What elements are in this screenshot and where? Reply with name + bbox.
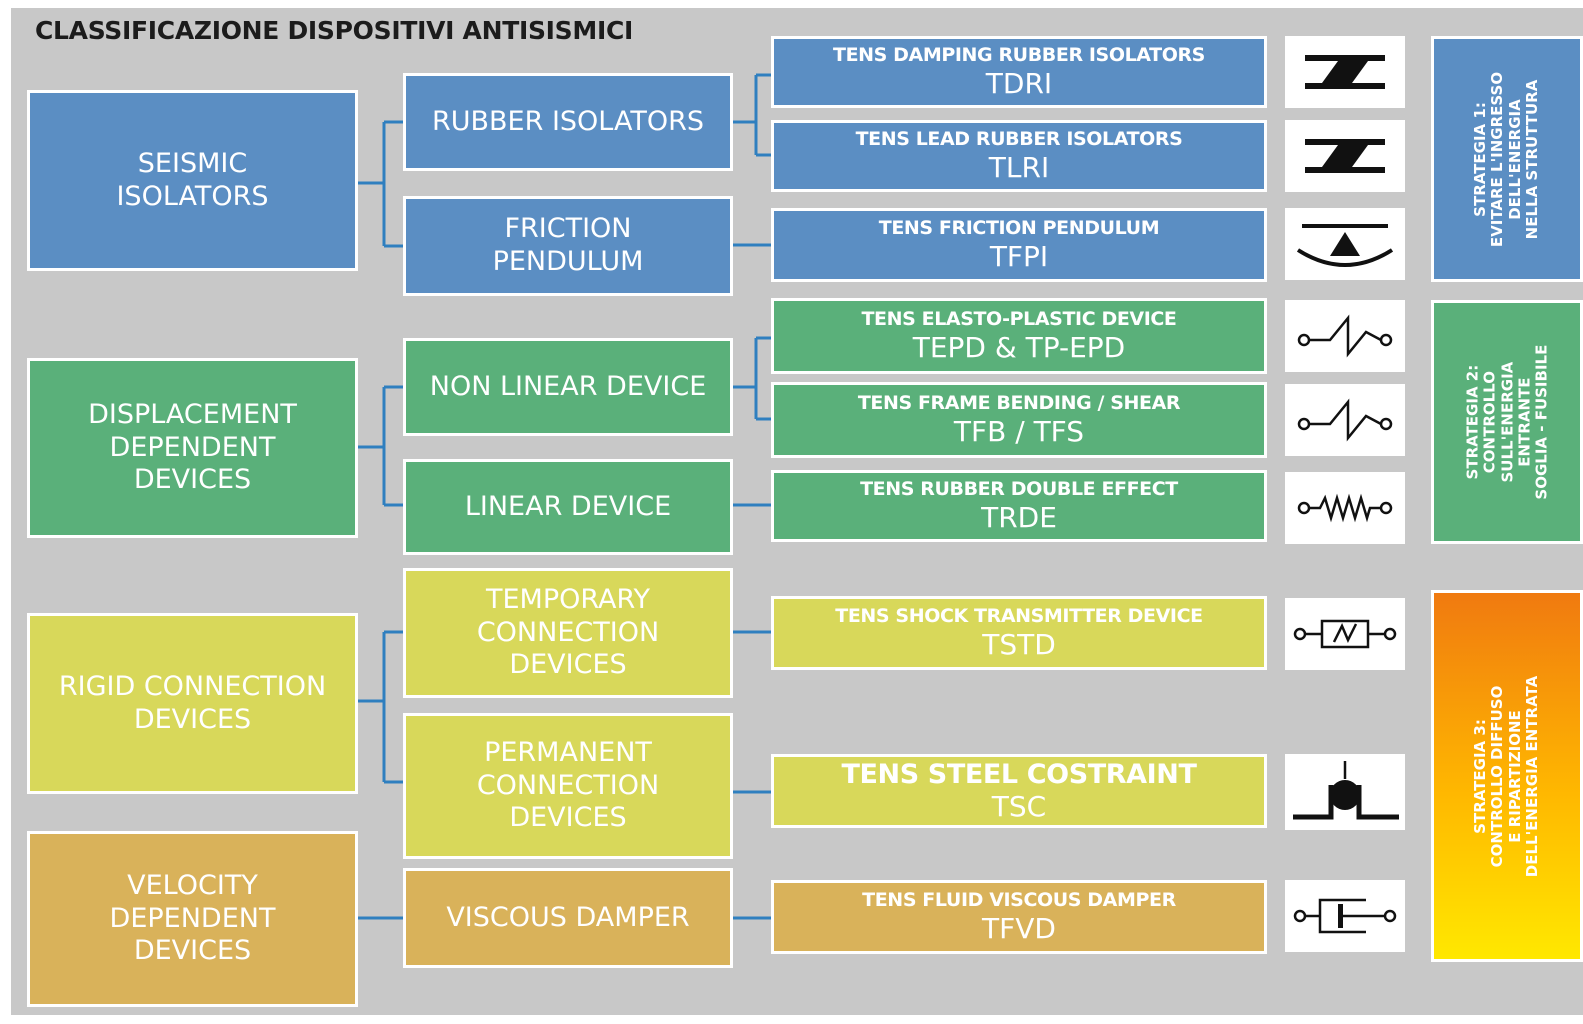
viscous-damper-icon (1285, 880, 1405, 952)
category-label: RIGID CONNECTION DEVICES (58, 670, 327, 735)
subcategory-non-linear-device: NON LINEAR DEVICE (403, 338, 733, 436)
product-name: TENS LEAD RUBBER ISOLATORS (855, 127, 1183, 150)
strategy-1-text: STRATEGIA 1: EVITARE L'INGRESSO DELL'ENE… (1471, 71, 1542, 247)
category-seismic-isolators: SEISMIC ISOLATORS (27, 90, 358, 271)
product-name: TENS ELASTO-PLASTIC DEVICE (861, 307, 1177, 330)
product-tsc: TENS STEEL COSTRAINT TSC (771, 754, 1267, 828)
product-code: TLRI (988, 150, 1050, 184)
category-label: DISPLACEMENT DEPENDENT DEVICES (88, 398, 297, 496)
product-code: TDRI (985, 66, 1053, 100)
subcategory-permanent-connection: PERMANENT CONNECTION DEVICES (403, 713, 733, 859)
subcategory-label: NON LINEAR DEVICE (429, 370, 707, 402)
product-tstd: TENS SHOCK TRANSMITTER DEVICE TSTD (771, 596, 1267, 670)
strategy-line: E RIPARTIZIONE (1506, 709, 1524, 843)
strategy-line: STRATEGIA 2: (1462, 364, 1481, 480)
product-tlri: TENS LEAD RUBBER ISOLATORS TLRI (771, 120, 1267, 192)
product-tepd: TENS ELASTO-PLASTIC DEVICE TEPD & TP-EPD (771, 298, 1267, 374)
rubber-isolator-icon (1285, 36, 1405, 108)
product-tfvd: TENS FLUID VISCOUS DAMPER TFVD (771, 880, 1267, 954)
product-code: TFPI (989, 239, 1049, 273)
strategy-1-panel: STRATEGIA 1: EVITARE L'INGRESSO DELL'ENE… (1431, 36, 1583, 282)
strategy-2-text: STRATEGIA 2: CONTROLLO SULL'ENERGIA ENTR… (1462, 344, 1550, 500)
elasto-plastic-icon (1285, 300, 1405, 372)
subcategory-label: FRICTION PENDULUM (492, 213, 644, 277)
strategy-3-panel: STRATEGIA 3: CONTROLLO DIFFUSO E RIPARTI… (1431, 590, 1583, 962)
subcategory-rubber-isolators: RUBBER ISOLATORS (403, 73, 733, 171)
product-code: TSTD (982, 627, 1056, 661)
subcategory-friction-pendulum: FRICTION PENDULUM (403, 196, 733, 296)
category-label: SEISMIC ISOLATORS (116, 147, 269, 212)
diagram-title: CLASSIFICAZIONE DISPOSITIVI ANTISISMICI (35, 16, 633, 45)
strategy-line: STRATEGIA 3: (1471, 718, 1490, 834)
elasto-plastic-icon (1285, 384, 1405, 456)
product-tfb-tfs: TENS FRAME BENDING / SHEAR TFB / TFS (771, 382, 1267, 458)
product-name: TENS STEEL COSTRAINT (841, 758, 1197, 790)
product-code: TFVD (982, 911, 1056, 945)
rubber-isolator-icon (1285, 120, 1405, 192)
category-label: VELOCITY DEPENDENT DEVICES (109, 869, 276, 967)
product-name: TENS FLUID VISCOUS DAMPER (862, 888, 1176, 911)
product-name: TENS FRICTION PENDULUM (878, 216, 1160, 239)
strategy-line: ENTRANTE (1514, 377, 1533, 467)
strategy-3-text: STRATEGIA 3: CONTROLLO DIFFUSO E RIPARTI… (1471, 675, 1542, 877)
subcategory-label: VISCOUS DAMPER (446, 901, 690, 933)
subcategory-label: TEMPORARY CONNECTION DEVICES (476, 583, 660, 681)
subcategory-viscous-damper: VISCOUS DAMPER (403, 868, 733, 968)
product-tfpi: TENS FRICTION PENDULUM TFPI (771, 208, 1267, 282)
category-displacement-dependent: DISPLACEMENT DEPENDENT DEVICES (27, 358, 358, 538)
product-name: TENS RUBBER DOUBLE EFFECT (860, 477, 1178, 500)
product-code: TRDE (981, 500, 1057, 534)
product-code: TEPD & TP-EPD (912, 330, 1126, 364)
product-name: TENS SHOCK TRANSMITTER DEVICE (835, 604, 1203, 627)
subcategory-label: PERMANENT CONNECTION DEVICES (476, 736, 660, 834)
diagram-canvas: CLASSIFICAZIONE DISPOSITIVI ANTISISMICI (11, 8, 1583, 1015)
strategy-line: CONTROLLO DIFFUSO (1488, 685, 1507, 867)
strategy-line: EVITARE L'INGRESSO (1488, 71, 1507, 247)
product-name: TENS FRAME BENDING / SHEAR (857, 391, 1181, 414)
subcategory-temporary-connection: TEMPORARY CONNECTION DEVICES (403, 568, 733, 698)
connector-lines (358, 73, 773, 920)
subcategory-label: LINEAR DEVICE (464, 490, 672, 522)
strategy-line: CONTROLLO (1480, 370, 1499, 474)
category-rigid-connection: RIGID CONNECTION DEVICES (27, 613, 358, 794)
friction-pendulum-icon (1285, 208, 1405, 280)
product-code: TSC (991, 789, 1047, 823)
strategy-line: SOGLIA - FUSIBILE (1531, 344, 1550, 500)
steel-constraint-icon (1285, 754, 1405, 830)
strategy-2-panel: STRATEGIA 2: CONTROLLO SULL'ENERGIA ENTR… (1431, 300, 1583, 544)
strategy-line: NELLA STRUTTURA (1523, 79, 1542, 239)
shock-transmitter-icon (1285, 598, 1405, 670)
product-trde: TENS RUBBER DOUBLE EFFECT TRDE (771, 470, 1267, 542)
strategy-line: DELL'ENERGIA ENTRATA (1523, 675, 1542, 877)
spring-icon (1285, 472, 1405, 544)
product-code: TFB / TFS (953, 414, 1085, 448)
strategy-line: SULL'ENERGIA (1497, 361, 1516, 483)
strategy-line: STRATEGIA 1: (1471, 101, 1490, 217)
product-name: TENS DAMPING RUBBER ISOLATORS (833, 43, 1205, 66)
category-velocity-dependent: VELOCITY DEPENDENT DEVICES (27, 831, 358, 1007)
subcategory-label: RUBBER ISOLATORS (431, 105, 704, 137)
subcategory-linear-device: LINEAR DEVICE (403, 459, 733, 555)
product-tdri: TENS DAMPING RUBBER ISOLATORS TDRI (771, 36, 1267, 108)
strategy-line: DELL'ENERGIA (1506, 98, 1524, 220)
